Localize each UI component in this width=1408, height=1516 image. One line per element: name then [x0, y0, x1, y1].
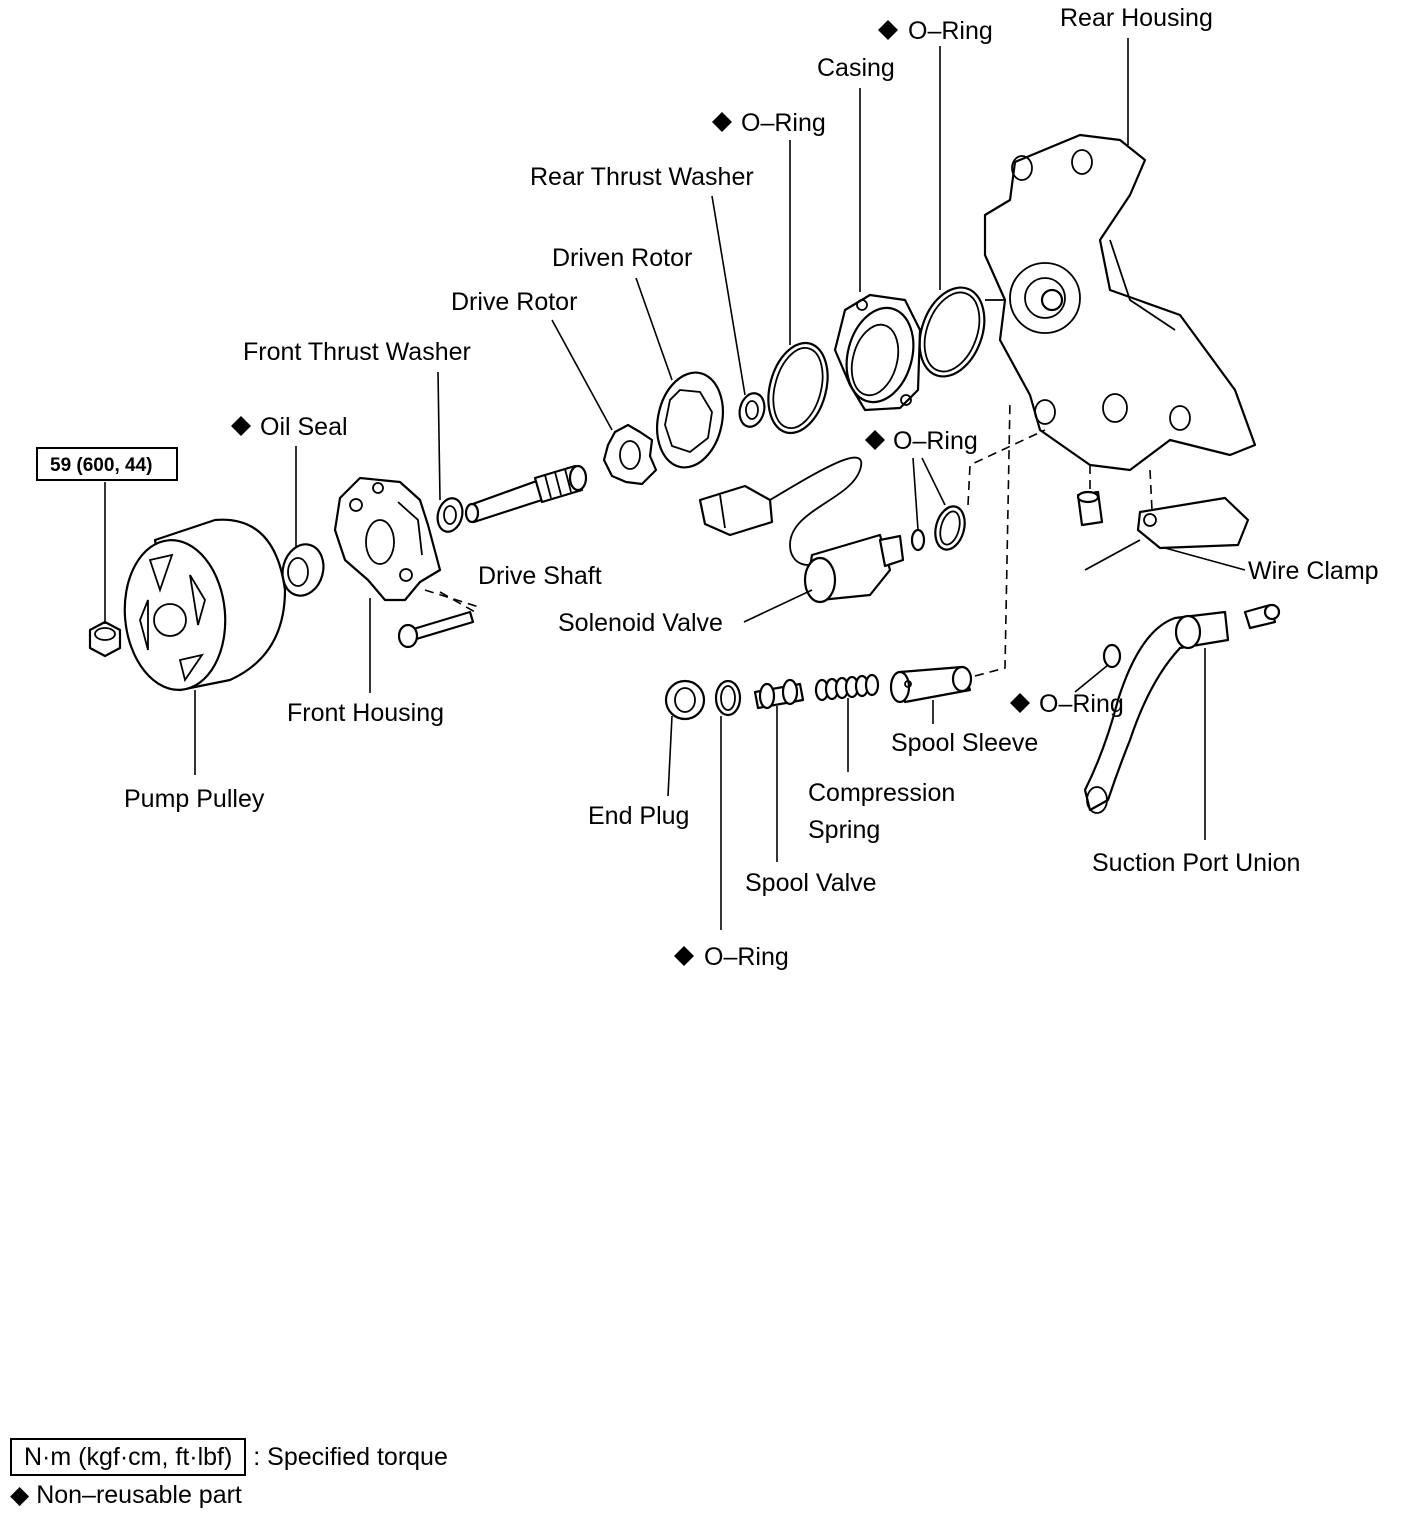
oring-union-part: [1102, 643, 1122, 669]
legend-nonreusable-text: Non–reusable part: [36, 1481, 242, 1509]
suction-union-bolt-part: [1243, 603, 1281, 630]
label-drive-rotor: Drive Rotor: [451, 288, 577, 316]
legend-nonreusable-row: ◆ Non–reusable part: [10, 1476, 448, 1514]
label-spool-valve: Spool Valve: [745, 869, 877, 897]
diamond-icon: [712, 112, 732, 132]
pump-pulley-part: [123, 518, 287, 692]
part-labels: Rear Housing O–Ring Casing O–Ring Rear T…: [36, 4, 1379, 971]
label-oring-union: O–Ring: [1039, 690, 1124, 718]
pulley-nut-part: [88, 620, 122, 658]
label-drive-shaft: Drive Shaft: [478, 562, 602, 590]
label-compression-spring-1: Compression: [808, 779, 955, 807]
label-oring-casing: O–Ring: [741, 109, 826, 137]
diamond-icon: [674, 946, 694, 966]
driven-rotor-part: [656, 371, 724, 469]
diamond-icon: [1010, 693, 1030, 713]
rear-housing-fitting: [1076, 490, 1104, 527]
label-rear-housing: Rear Housing: [1060, 4, 1213, 32]
legend-torque-row: N·m (kgf·cm, ft·lbf) : Specified torque: [10, 1438, 448, 1476]
front-housing-bolt-part: [397, 610, 475, 649]
rear-thrust-washer-part: [738, 392, 766, 428]
label-rear-thrust-washer: Rear Thrust Washer: [530, 163, 754, 191]
drive-rotor-part: [602, 423, 658, 486]
label-driven-rotor: Driven Rotor: [552, 244, 692, 272]
label-torque-spec: 59 (600, 44): [50, 455, 152, 476]
label-suction-port-union: Suction Port Union: [1092, 849, 1300, 877]
oring-solenoid-large: [934, 505, 966, 551]
oring-bottom-part: [714, 679, 742, 717]
label-end-plug: End Plug: [588, 802, 689, 830]
compression-spring-part: [814, 673, 880, 702]
label-oring-solenoid: O–Ring: [893, 427, 978, 455]
front-housing-part: [333, 476, 442, 602]
exploded-parts-diagram: Rear Housing O–Ring Casing O–Ring Rear T…: [36, 4, 1379, 971]
label-solenoid-valve: Solenoid Valve: [558, 609, 723, 637]
rear-housing-part: [983, 133, 1257, 472]
front-thrust-washer-part: [436, 497, 464, 533]
end-plug-part: [664, 679, 706, 721]
oring-solenoid-small: [910, 528, 926, 552]
label-front-housing: Front Housing: [287, 699, 444, 727]
label-pump-pulley: Pump Pulley: [124, 785, 265, 813]
casing-part: [833, 293, 922, 412]
torque-box: [36, 447, 178, 481]
label-oil-seal: Oil Seal: [260, 413, 348, 441]
legend-torque-desc: : Specified torque: [253, 1443, 448, 1471]
oring-casing-part: [767, 341, 829, 435]
wire-clamp-part: [1084, 496, 1250, 571]
solenoid-valve-part: [698, 456, 905, 604]
label-spool-sleeve: Spool Sleeve: [891, 729, 1038, 757]
diamond-icon: [865, 430, 885, 450]
label-oring-top: O–Ring: [908, 17, 993, 45]
diamond-icon: ◆: [10, 1481, 30, 1509]
label-compression-spring-2: Spring: [808, 816, 880, 844]
legend-torque-box: N·m (kgf·cm, ft·lbf): [10, 1438, 247, 1476]
assembly-dashed-lines: [424, 399, 1153, 677]
leader-lines: [104, 38, 1246, 930]
spool-valve-part: [753, 678, 805, 710]
legend: N·m (kgf·cm, ft·lbf) : Specified torque …: [10, 1438, 448, 1514]
label-oring-bottom: O–Ring: [704, 943, 789, 971]
drive-shaft-part: [464, 464, 588, 524]
label-front-thrust-washer: Front Thrust Washer: [243, 338, 471, 366]
suction-port-union-part: [1083, 610, 1230, 814]
label-casing: Casing: [817, 54, 895, 82]
label-wire-clamp: Wire Clamp: [1248, 557, 1379, 585]
diamond-icon: [231, 416, 251, 436]
oil-seal-part: [281, 543, 325, 597]
diamond-icon: [878, 20, 898, 40]
spool-sleeve-part: [889, 665, 973, 704]
